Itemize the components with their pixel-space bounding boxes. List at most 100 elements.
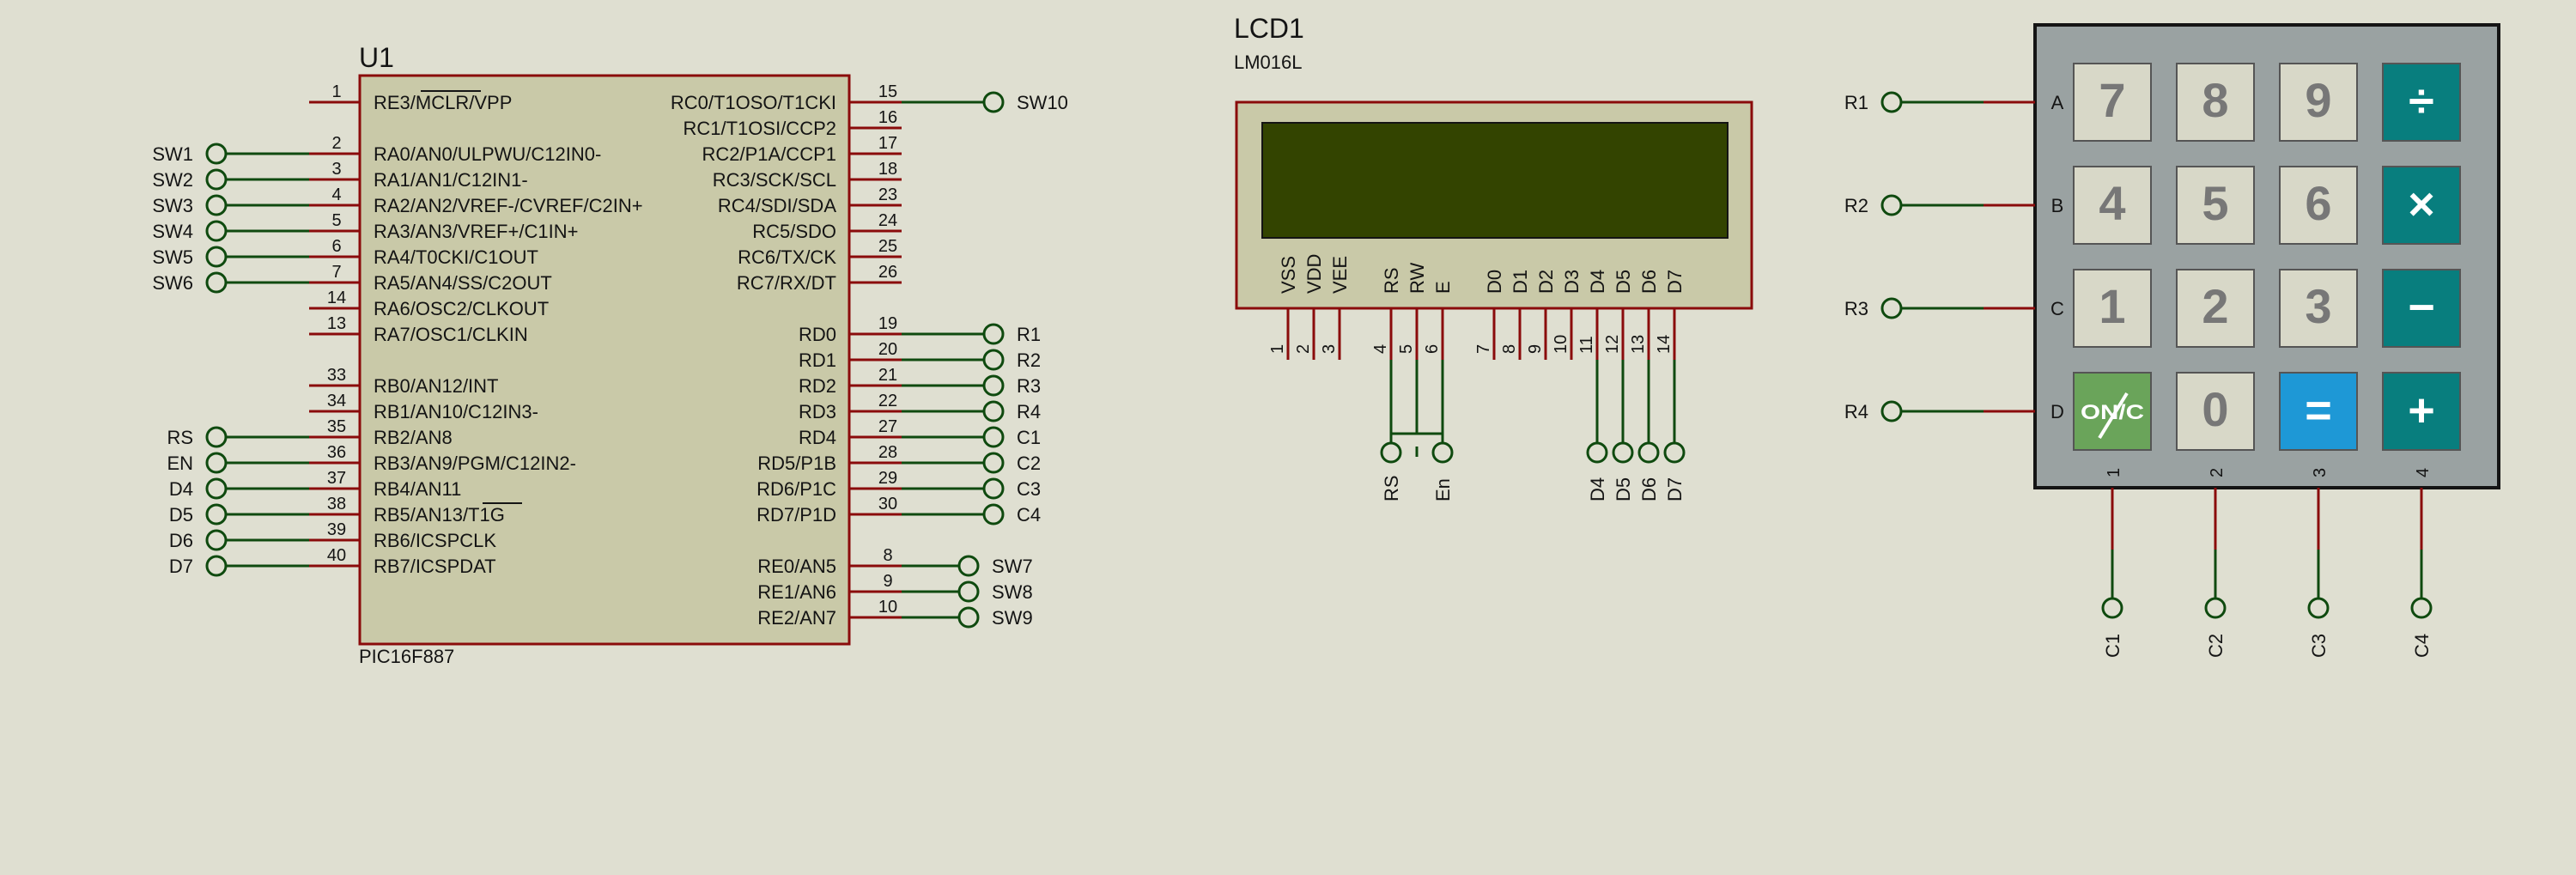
net-terminal[interactable] (205, 220, 228, 242)
key-face (2073, 166, 2152, 245)
net-terminal[interactable] (982, 400, 1005, 422)
mcu-pin-number: 3 (331, 160, 341, 179)
keypad-key[interactable]: 5 (2176, 166, 2255, 245)
keypad-key[interactable]: 8 (2176, 63, 2255, 142)
keypad-key[interactable]: = (2279, 372, 2358, 451)
net-terminal[interactable] (982, 91, 1005, 113)
net-terminal[interactable] (205, 503, 228, 526)
net-terminal[interactable] (2410, 597, 2433, 619)
lcd-pin-name: D1 (1510, 270, 1531, 294)
key-label: − (2408, 282, 2435, 333)
net-terminal[interactable] (982, 452, 1005, 474)
net-terminal[interactable] (205, 555, 228, 577)
net-terminal[interactable] (1612, 441, 1634, 464)
keypad-key[interactable]: 1 (2073, 269, 2152, 348)
net-label: R4 (1017, 401, 1041, 422)
lcd-pin-name: D4 (1587, 270, 1608, 294)
net-terminal[interactable] (982, 323, 1005, 345)
net-terminal[interactable] (205, 477, 228, 500)
net-label: R1 (1844, 92, 1868, 113)
net-label: D5 (169, 504, 193, 526)
net-terminal[interactable] (1431, 441, 1454, 464)
keypad-key[interactable]: 2 (2176, 269, 2255, 348)
keypad-key[interactable]: × (2382, 166, 2461, 245)
keypad-key[interactable]: 9 (2279, 63, 2358, 142)
net-terminal[interactable] (1663, 441, 1686, 464)
mcu-pin-number: 1 (331, 82, 341, 101)
keypad-key[interactable]: 3 (2279, 269, 2358, 348)
lcd-pin-name: RW (1406, 263, 1428, 294)
net-terminal[interactable] (205, 168, 228, 191)
net-terminal[interactable] (1880, 194, 1903, 216)
net-terminal[interactable] (957, 555, 980, 577)
net-terminal[interactable] (205, 452, 228, 474)
net-terminal[interactable] (205, 194, 228, 216)
keypad-key[interactable]: 4 (2073, 166, 2152, 245)
mcu-pin-name: RC6/TX/CK (738, 246, 836, 268)
mcu-pin-name: RC5/SDO (752, 221, 836, 242)
mcu-pin-name: RA0/AN0/ULPWU/C12IN0- (374, 143, 601, 165)
mcu-pin-name: RD3 (799, 401, 836, 422)
mcu-pin-number: 6 (331, 237, 341, 256)
net-terminal[interactable] (205, 271, 228, 294)
key-face (2382, 269, 2461, 348)
keypad-key[interactable]: 7 (2073, 63, 2152, 142)
net-terminal[interactable] (957, 580, 980, 603)
keypad-col-number: 3 (2311, 468, 2330, 477)
keypad-key[interactable]: ÷ (2382, 63, 2461, 142)
key-slash (2098, 392, 2129, 440)
keypad-key[interactable]: − (2382, 269, 2461, 348)
net-terminal[interactable] (1586, 441, 1608, 464)
keypad-key[interactable]: 6 (2279, 166, 2358, 245)
net-label: SW8 (992, 581, 1033, 603)
net-terminal[interactable] (982, 477, 1005, 500)
net-terminal[interactable] (1637, 441, 1660, 464)
lcd-pin-name: D3 (1561, 270, 1583, 294)
lcd-pin-number: 12 (1603, 335, 1622, 354)
net-terminal[interactable] (2101, 597, 2123, 619)
keypad-key[interactable]: 0 (2176, 372, 2255, 451)
net-label: C3 (2308, 634, 2330, 658)
mcu-body[interactable] (358, 74, 851, 646)
key-face (2279, 372, 2358, 451)
mcu-reference-label: U1 (359, 42, 394, 73)
key-label: 4 (2099, 176, 2125, 230)
key-label: ÷ (2409, 76, 2434, 127)
net-terminal[interactable] (982, 503, 1005, 526)
mcu-pin-number: 17 (878, 134, 897, 153)
keypad-row-letter: A (2051, 92, 2064, 113)
net-terminal[interactable] (205, 426, 228, 448)
keypad-row-letter: C (2050, 298, 2064, 319)
key-face (2073, 372, 2152, 451)
net-terminal[interactable] (1880, 297, 1903, 319)
lcd-pin-name: D5 (1613, 270, 1634, 294)
net-terminal[interactable] (1880, 91, 1903, 113)
net-terminal[interactable] (205, 246, 228, 268)
keypad-key[interactable]: ON/C (2073, 372, 2152, 451)
net-label: D4 (1587, 477, 1608, 501)
net-terminal[interactable] (982, 426, 1005, 448)
keypad-key[interactable]: + (2382, 372, 2461, 451)
net-terminal[interactable] (205, 143, 228, 165)
net-terminal[interactable] (982, 349, 1005, 371)
mcu-pin-number: 24 (878, 211, 897, 230)
net-label: RS (1381, 475, 1402, 501)
net-terminal[interactable] (205, 529, 228, 551)
net-terminal[interactable] (1380, 441, 1402, 464)
net-terminal[interactable] (2204, 597, 2227, 619)
key-label: 5 (2202, 176, 2228, 230)
net-terminal[interactable] (1880, 400, 1903, 422)
lcd-pin-number: 9 (1526, 344, 1545, 354)
net-label: D6 (169, 530, 193, 551)
lcd-pin-name: VDD (1303, 254, 1325, 294)
mcu-pin-name: RA5/AN4/SS/C2OUT (374, 272, 552, 294)
net-terminal[interactable] (982, 374, 1005, 397)
mcu-pin-name: RE0/AN5 (757, 556, 836, 577)
net-label: D7 (1664, 477, 1686, 501)
net-terminal[interactable] (2307, 597, 2330, 619)
mcu-pin-name: RD4 (799, 427, 836, 448)
lcd-pin-number: 1 (1268, 344, 1287, 354)
net-terminal[interactable] (957, 606, 980, 629)
